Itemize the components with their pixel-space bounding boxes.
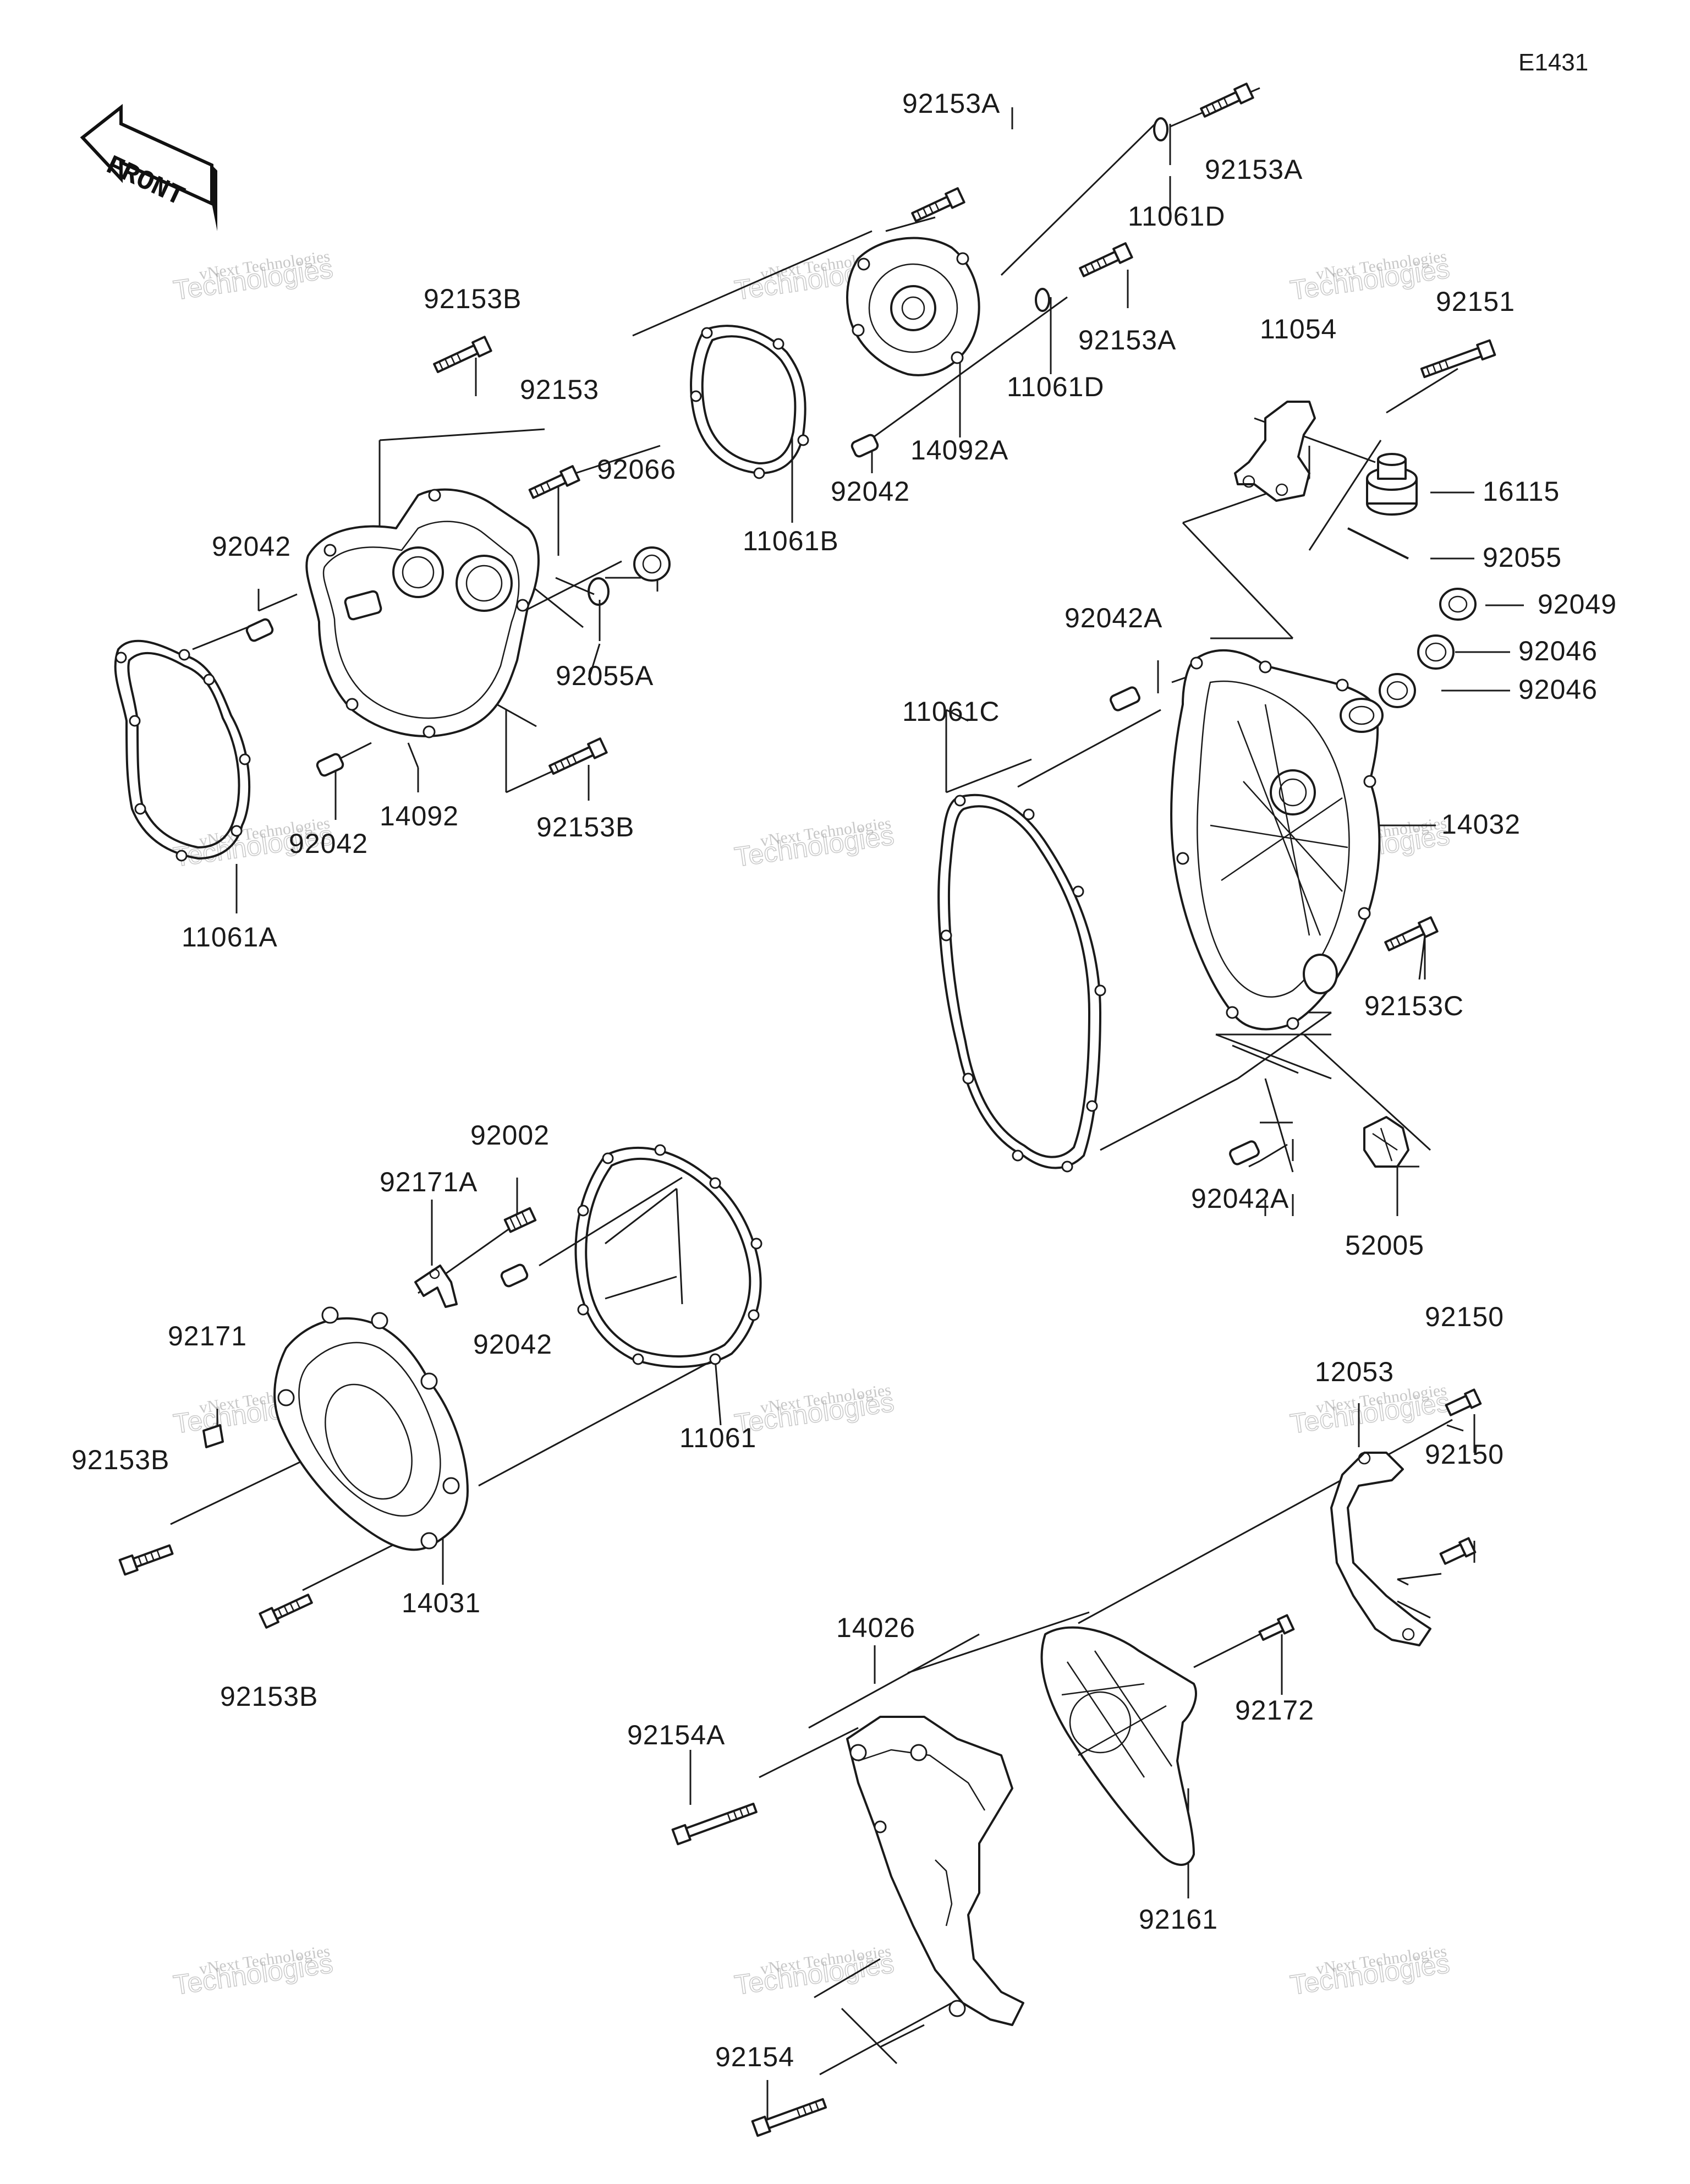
bolt-92002 [503, 1207, 537, 1233]
part-label: 14092A [910, 435, 1008, 466]
washer-11061d-top [1153, 117, 1168, 141]
bracket-11054 [1234, 401, 1316, 502]
part-label: 92049 [1538, 589, 1617, 620]
gasket-11061a [114, 639, 251, 862]
clamp-92171 [202, 1424, 224, 1448]
bolt-92153a-top [1200, 83, 1254, 118]
part-label: 92066 [597, 454, 676, 485]
part-label: 92153B [424, 283, 522, 314]
part-label: 11061A [182, 922, 278, 953]
part-label: 11061 [679, 1422, 756, 1453]
bolt-92153b-left [118, 1544, 174, 1576]
cover-14092 [305, 488, 540, 738]
bolt-92151 [1420, 339, 1496, 379]
seal-92049 [1439, 588, 1477, 621]
part-label: 92153B [72, 1444, 169, 1475]
cap-16115 [1366, 453, 1418, 516]
dowel-92042-top [851, 434, 879, 458]
part-label: 92171A [380, 1167, 478, 1197]
cover-14031 [273, 1306, 469, 1551]
o-ring-92055 [1347, 527, 1409, 560]
part-label: 14032 [1441, 809, 1521, 840]
plug-52005 [1363, 1116, 1409, 1168]
cover-14092a [846, 237, 980, 376]
part-label: 92150 [1425, 1301, 1504, 1332]
o-ring-92055a [588, 577, 610, 606]
bolt-92153 [528, 465, 580, 499]
part-label: 92153A [902, 88, 1000, 119]
part-label: 92002 [470, 1120, 550, 1151]
bolt-92154a [671, 1803, 758, 1846]
bolt-92172 [1258, 1614, 1295, 1641]
plug-92066 [633, 546, 671, 582]
watermark-group: Technologies vNext Technologies Technolo… [171, 247, 1452, 2001]
washer-11061d-mid [1035, 288, 1050, 312]
part-label: 92161 [1139, 1904, 1218, 1935]
part-label: 92046 [1518, 636, 1598, 666]
dowel-92042-low [316, 753, 344, 777]
part-label: 92172 [1235, 1695, 1314, 1726]
part-label: 92055 [1483, 542, 1562, 573]
guide-12053 [1330, 1452, 1431, 1646]
clamp-92171a [414, 1265, 458, 1308]
part-label: 11061D [1128, 201, 1225, 232]
front-arrow-icon: FRONT [80, 103, 217, 231]
gasket-11061c [937, 793, 1106, 1173]
part-label: 14031 [402, 1588, 481, 1618]
gasket-11061b [690, 325, 809, 479]
part-label: 12053 [1315, 1356, 1394, 1387]
bolt-92153b-mid [548, 737, 608, 775]
bolt-92150-mid [1439, 1537, 1477, 1565]
part-label: 11061B [743, 526, 839, 556]
part-label: 92171 [168, 1321, 247, 1351]
bolt-92150-top [1445, 1388, 1482, 1416]
part-label: 11061D [1007, 371, 1104, 402]
bearing-92046-a [1417, 634, 1455, 670]
gasket-11061 [574, 1144, 762, 1368]
part-label: 92153A [1205, 154, 1303, 185]
part-label: 92042A [1065, 603, 1162, 633]
part-label: 92153B [220, 1681, 318, 1712]
part-label: 92042 [831, 476, 910, 507]
clutch-cover-14032 [1170, 649, 1384, 1031]
bolt-92153b-bot [259, 1594, 313, 1629]
part-label: 92046 [1518, 674, 1598, 705]
part-labels: 92153A 92153A 11061D 92153A 11061D 14092… [72, 88, 1617, 2072]
bolt-92153b-top [433, 336, 492, 374]
part-label: 92153 [520, 374, 599, 405]
dowel-92042-mid [500, 1263, 529, 1288]
part-label: 52005 [1345, 1230, 1424, 1261]
dowel-92042a-top [1110, 686, 1140, 711]
part-label: 92151 [1436, 286, 1515, 317]
bolt-92153a-mid [1079, 242, 1133, 277]
part-label: 92042 [212, 531, 291, 562]
cover-14026 [846, 1716, 1024, 2026]
part-label: 92153C [1364, 990, 1464, 1021]
part-label: 92055A [556, 660, 654, 691]
part-label: 92154 [715, 2041, 794, 2072]
bearing-92046-b [1379, 673, 1416, 708]
part-label: 11061C [902, 696, 1000, 727]
leader-lines [170, 87, 1524, 2119]
bolt-92153a-left [911, 187, 965, 222]
part-label: 16115 [1483, 476, 1560, 507]
part-label: 11054 [1260, 314, 1337, 344]
part-label: 92154A [627, 1720, 725, 1750]
bolt-92153c [1384, 916, 1439, 951]
part-label: 92042A [1191, 1183, 1289, 1214]
part-label: 92042 [289, 828, 368, 859]
page-code: E1431 [1518, 49, 1588, 76]
part-label: 14092 [380, 801, 459, 831]
part-label: 92153B [536, 812, 634, 842]
dowel-92042-left [245, 618, 274, 642]
dowel-92042a-low [1229, 1140, 1260, 1165]
part-label: 92150 [1425, 1439, 1504, 1470]
part-label: 92153A [1078, 325, 1176, 355]
part-label: 92042 [473, 1329, 552, 1360]
sprocket-cover-92161 [1040, 1626, 1197, 1866]
bolt-92154 [751, 2098, 827, 2137]
part-label: 14026 [836, 1612, 915, 1643]
